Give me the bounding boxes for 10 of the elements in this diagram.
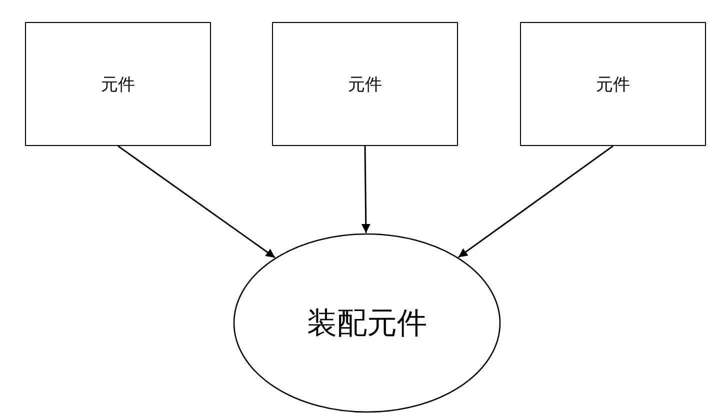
arrow bbox=[118, 145, 276, 258]
process-box bbox=[520, 22, 706, 146]
arrow bbox=[458, 145, 614, 258]
node-label: 元件 bbox=[348, 74, 382, 96]
process-box bbox=[272, 22, 458, 146]
arrow bbox=[361, 146, 370, 234]
node-label: 装配元件 bbox=[307, 304, 427, 342]
node-label: 元件 bbox=[596, 74, 630, 96]
node-label: 元件 bbox=[101, 74, 135, 96]
process-box bbox=[25, 22, 211, 146]
